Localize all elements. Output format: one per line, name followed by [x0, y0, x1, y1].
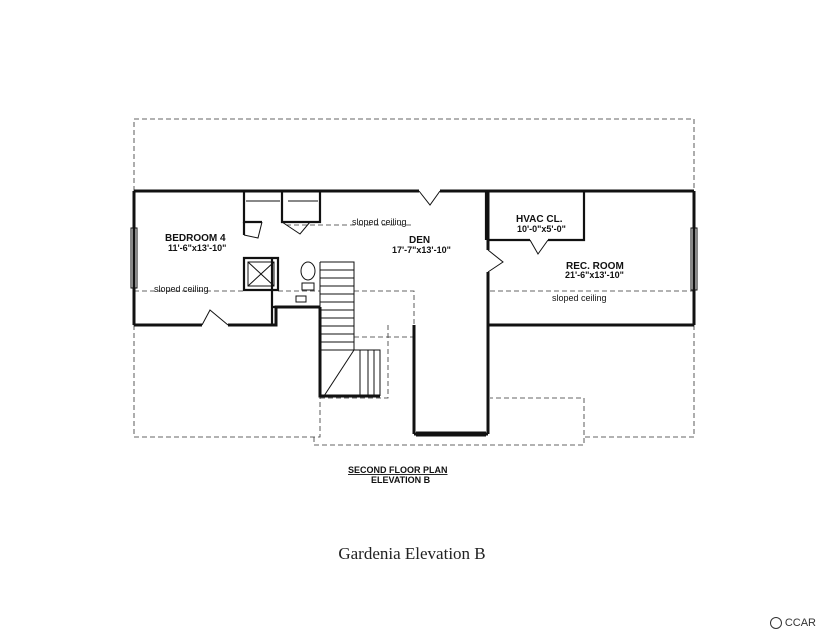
stairs [319, 261, 381, 397]
note-sloped-ceiling-rec-room: sloped ceiling [552, 293, 607, 303]
room-name-den: DEN [409, 235, 430, 246]
windows [130, 227, 698, 437]
plan-subtitle: ELEVATION B [371, 475, 431, 485]
note-sloped-ceiling-den: sloped ceiling [352, 217, 407, 227]
room-name-hvac: HVAC CL. [516, 214, 563, 225]
bath-fixtures [246, 200, 318, 303]
plan-title: SECOND FLOOR PLAN [348, 465, 448, 475]
room-dims-bedroom-4: 11'-6"x13'-10" [168, 243, 226, 253]
door-swings [201, 190, 549, 326]
room-name-rec-room: REC. ROOM [566, 261, 624, 272]
room-dims-hvac: 10'-0"x5'-0" [517, 224, 566, 234]
room-dims-rec-room: 21'-6"x13'-10" [565, 270, 624, 280]
watermark: CCAR [769, 617, 816, 629]
note-sloped-ceiling-bedroom: sloped ceiling [154, 284, 209, 294]
watermark-text: CCAR [784, 617, 816, 629]
image-caption: Gardenia Elevation B [338, 544, 486, 563]
interior-walls [242, 191, 586, 325]
copyright-icon [769, 617, 782, 629]
room-name-bedroom-4: BEDROOM 4 [165, 233, 226, 244]
room-dims-den: 17'-7"x13'-10" [392, 245, 451, 255]
